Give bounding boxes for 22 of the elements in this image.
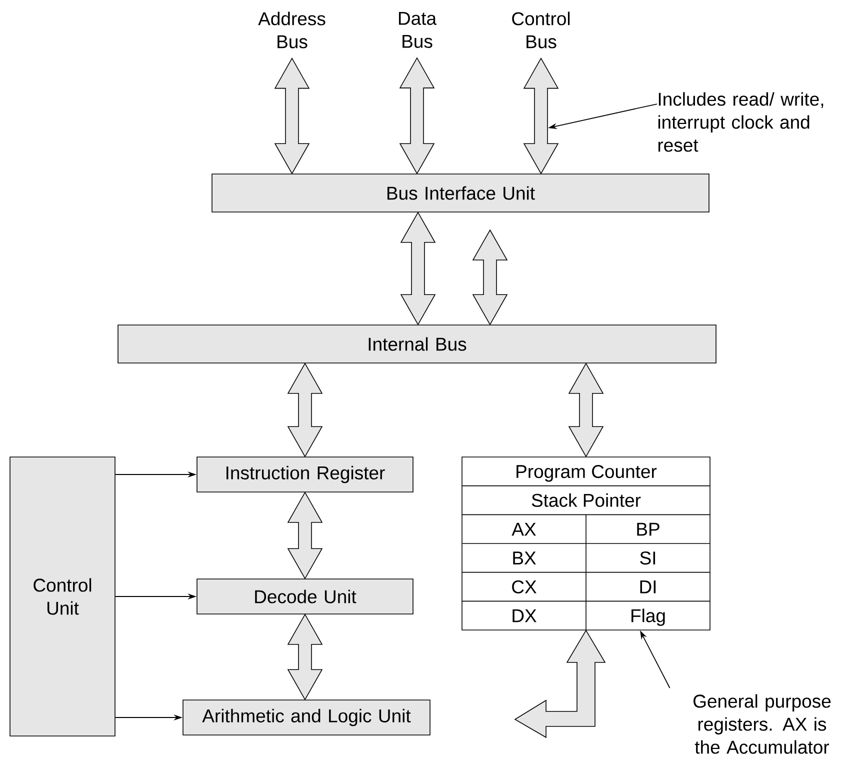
register-label: Stack Pointer bbox=[532, 493, 641, 507]
annotation-text: General purpose registers. AX is the Accumulator bbox=[694, 694, 831, 754]
register-label: DI bbox=[640, 580, 656, 594]
register-label: DX bbox=[512, 609, 536, 622]
register-label: Flag bbox=[632, 608, 665, 626]
register-label: BP bbox=[637, 522, 660, 536]
unit-box: Arithmetic and Logic Unit bbox=[182, 700, 430, 736]
bus-label: Control Bus bbox=[512, 12, 570, 48]
register-label: BX bbox=[513, 552, 536, 564]
register-label: AX bbox=[512, 522, 536, 536]
unit-box: Bus Interface Unit bbox=[212, 174, 710, 212]
bus-label: Address Bus bbox=[258, 12, 326, 48]
register-table bbox=[462, 456, 710, 630]
unit-box: Control Unit bbox=[10, 456, 116, 736]
register-label: Program Counter bbox=[516, 465, 657, 482]
unit-box: Decode Unit bbox=[196, 578, 414, 614]
register-label: SI bbox=[640, 552, 656, 565]
unit-box: Instruction Register bbox=[196, 456, 414, 492]
unit-box: Internal Bus bbox=[118, 324, 716, 364]
register-label: CX bbox=[512, 580, 536, 594]
bus-label: Data Bus bbox=[398, 12, 437, 48]
annotation-text: Includes read/ write, interrupt clock and reset bbox=[658, 92, 824, 152]
